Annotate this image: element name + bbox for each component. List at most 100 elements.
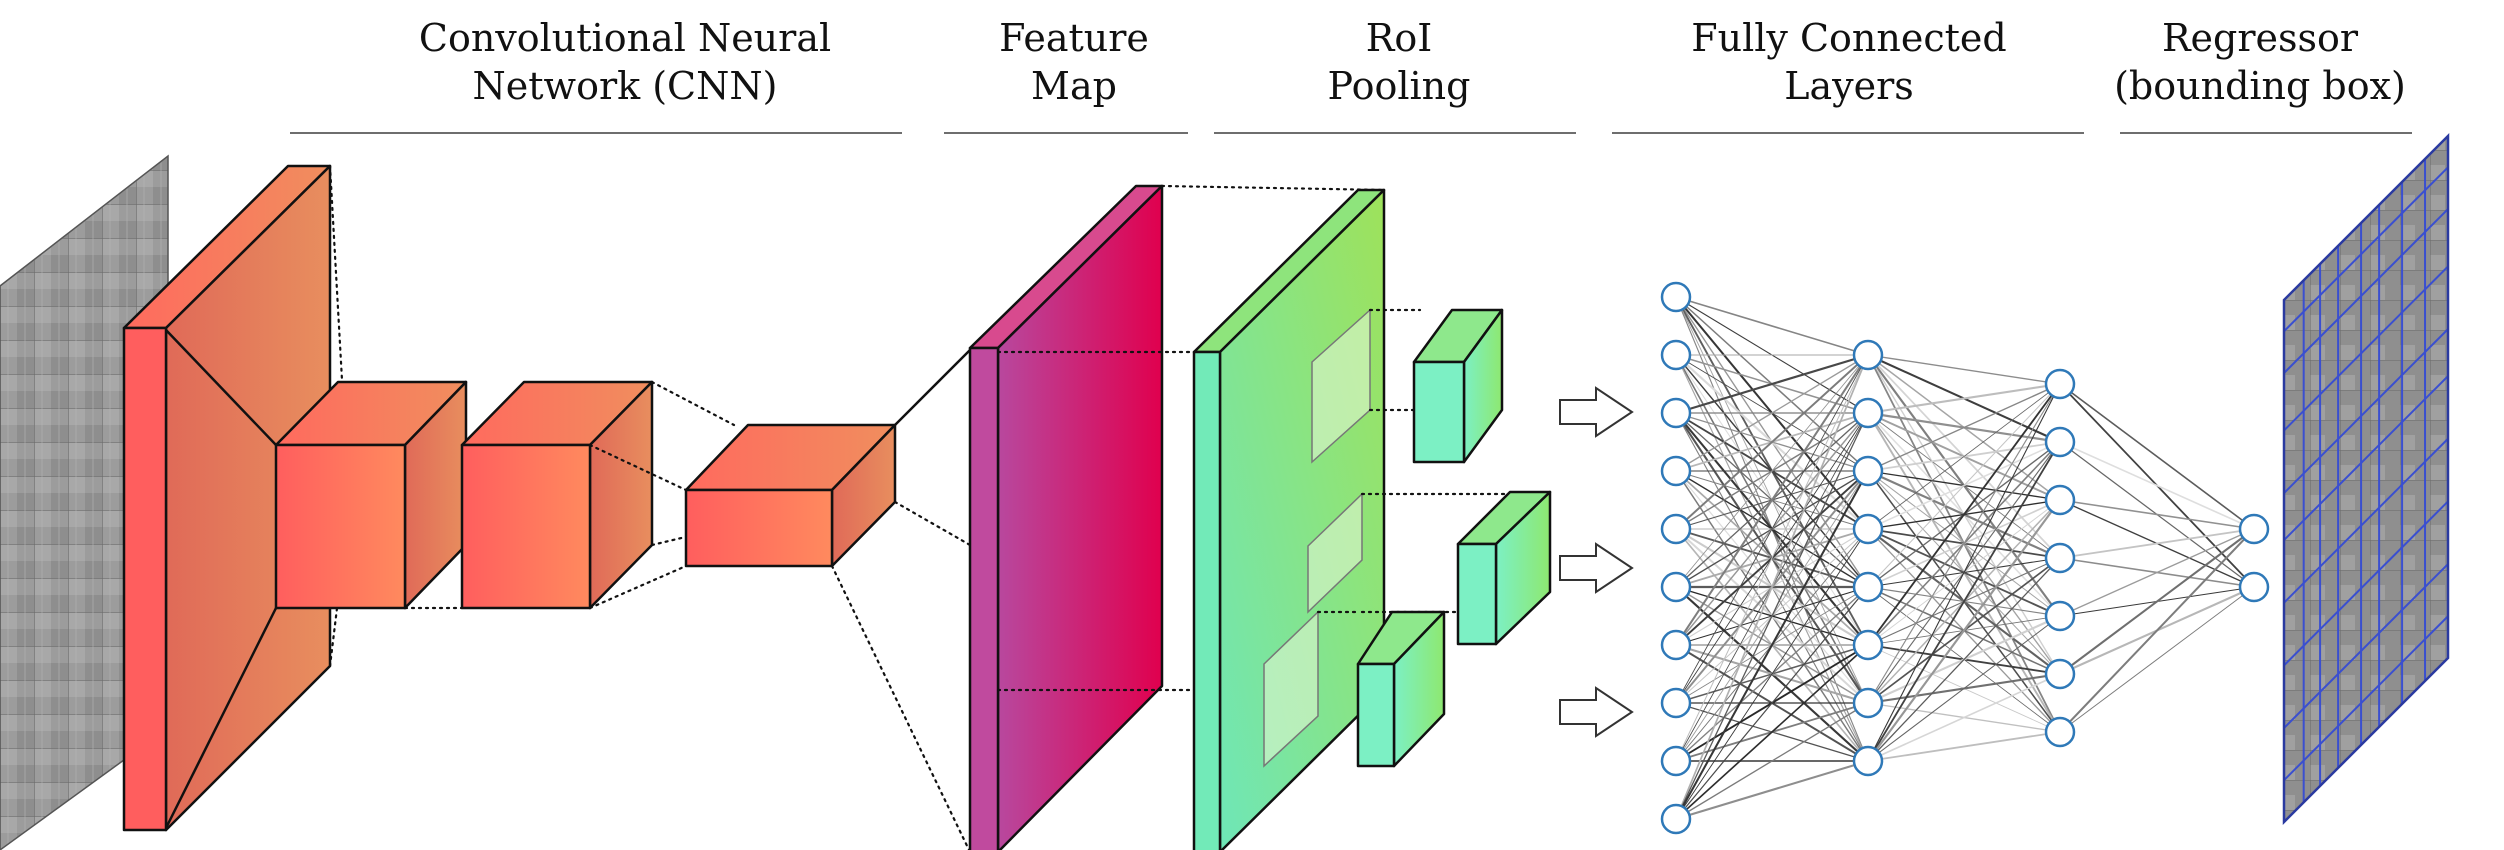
fc-neuron-layer-3: [2044, 484, 2076, 516]
bbox-grid-line: [2283, 375, 2449, 541]
fc-neuron-layer-2: [1852, 745, 1884, 777]
regressor-header-line2: (bounding box): [2114, 64, 2406, 108]
fc-neuron-layer-1: [1660, 687, 1692, 719]
fc-edge: [1675, 353, 1869, 415]
fc-neuron-layer-3: [2044, 542, 2076, 574]
fc-edge: [1675, 354, 1869, 820]
right-arrow-icon: [1559, 686, 1634, 738]
fc-edge: [1675, 354, 1869, 704]
fc-edge: [1675, 296, 1869, 356]
fc-edge: [1867, 383, 2061, 704]
fc-neuron-layer-1: [1660, 339, 1692, 371]
cnn-header-line1: Convolutional Neural: [418, 16, 832, 60]
bbox-grid-line: [2283, 208, 2449, 374]
fc-neuron-layer-3: [2044, 600, 2076, 632]
fc-edge: [1867, 383, 2061, 530]
feature-map-slab: [968, 184, 1164, 850]
bbox-grid-line: [2283, 328, 2449, 494]
regressor-header-line1: Regressor: [2161, 16, 2359, 60]
fc-layers-header-line2: Layers: [1784, 64, 1914, 108]
fc-edge: [2059, 441, 2255, 530]
fc-edge: [1675, 354, 1869, 472]
fc-neurons: [1660, 281, 2270, 835]
fc-neuron-layer-2: [1852, 455, 1884, 487]
fc-edge: [1867, 383, 2061, 762]
fc-neuron-layer-3: [2044, 658, 2076, 690]
fc-neuron-layer-1: [1660, 455, 1692, 487]
fc-layers-header-line1: Fully Connected: [1691, 16, 2007, 60]
fc-neuron-layer-2: [1852, 629, 1884, 661]
fc-neuron-layer-4: [2238, 571, 2270, 603]
fc-edge: [1867, 354, 2061, 385]
fc-neuron-layer-2: [1852, 339, 1884, 371]
fc-edge: [2059, 528, 2255, 675]
roi-pooling-header-rule: [1214, 132, 1576, 134]
fc-edge: [1675, 354, 1869, 530]
fc-connections: [1675, 296, 2255, 820]
fc-edge: [1867, 557, 2061, 762]
cnn-header-rule: [290, 132, 902, 134]
cnn-header: Convolutional Neural Network (CNN): [330, 14, 920, 110]
fc-edge: [1675, 470, 1869, 820]
fc-edge: [1675, 528, 1869, 820]
fc-edge: [1675, 412, 1869, 820]
fc-edge: [1867, 673, 2061, 762]
roi-region-3: [1263, 610, 1362, 768]
fc-edge: [2059, 499, 2255, 530]
right-arrow-icon: [1559, 386, 1634, 438]
output-image-panel: [2282, 132, 2450, 826]
roi-pooled-box-1: [1412, 308, 1504, 464]
fc-edge: [1675, 760, 1869, 820]
fc-neuron-layer-1: [1660, 513, 1692, 545]
fc-neuron-layer-1: [1660, 571, 1692, 603]
fc-edge: [1675, 644, 1869, 820]
fc-layers-header-rule: [1612, 132, 2084, 134]
fc-edge: [2059, 528, 2255, 617]
fc-neuron-layer-3: [2044, 368, 2076, 400]
feature-map-header-rule: [944, 132, 1188, 134]
fc-neuron-layer-3: [2044, 426, 2076, 458]
bbox-grid-line: [2283, 166, 2449, 333]
fc-neuron-layer-1: [1660, 803, 1692, 835]
roi-pooling-header-line1: RoI: [1365, 16, 1433, 60]
fc-neuron-layer-3: [2044, 716, 2076, 748]
fc-edge: [1867, 382, 2061, 415]
cnn-conv-block-2: [460, 380, 654, 610]
fc-edge: [1675, 354, 1869, 646]
regressor-header-rule: [2120, 132, 2412, 134]
cnn-input-slab: [122, 164, 332, 832]
fc-edge: [2059, 528, 2255, 733]
cnn-conv-block-3: [684, 423, 897, 568]
fc-edge: [1675, 354, 1869, 762]
fc-edge: [1675, 586, 1869, 820]
feature-map-header: Feature Map: [956, 14, 1192, 110]
bbox-grid-line: [2283, 563, 2449, 729]
fc-edge: [1867, 383, 2061, 646]
roi-region-1: [1311, 308, 1422, 464]
bbox-grid-line: [2283, 265, 2449, 432]
fc-neuron-layer-2: [1852, 571, 1884, 603]
roi-pooling-header: RoI Pooling: [1222, 14, 1576, 110]
fc-edge: [1675, 702, 1869, 820]
fc-neuron-layer-1: [1660, 745, 1692, 777]
fc-neuron-layer-1: [1660, 281, 1692, 313]
fc-edge: [1867, 383, 2061, 588]
fc-neuron-layer-2: [1852, 687, 1884, 719]
bbox-grid-line: [2283, 615, 2449, 781]
fc-neuron-layer-1: [1660, 629, 1692, 661]
right-arrow-icon: [1559, 542, 1634, 594]
fc-edge: [1867, 731, 2061, 762]
roi-pooled-box-3: [1356, 610, 1446, 768]
fc-edge: [2059, 528, 2255, 559]
fc-neuron-layer-2: [1852, 397, 1884, 429]
cnn-conv-block-1: [274, 380, 468, 610]
fc-layers-header: Fully Connected Layers: [1612, 14, 2086, 110]
feature-map-header-line1: Feature: [999, 16, 1149, 60]
fc-neuron-layer-2: [1852, 513, 1884, 545]
regressor-header: Regressor (bounding box): [2110, 14, 2410, 110]
fc-edge: [2059, 586, 2255, 733]
fc-neuron-layer-4: [2238, 513, 2270, 545]
fc-edge: [1675, 354, 1869, 588]
bbox-grid-line: [2283, 438, 2449, 604]
